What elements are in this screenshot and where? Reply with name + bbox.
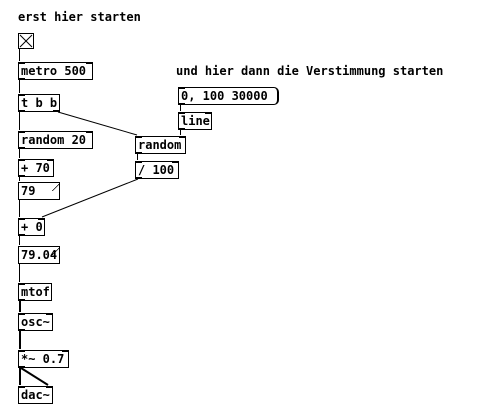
plus0-object[interactable]: + 0 <box>18 218 45 236</box>
metro-object[interactable]: metro 500 <box>18 62 93 80</box>
trigger-label: t b b <box>21 96 58 110</box>
plus70-label: + 70 <box>21 161 50 175</box>
number-box-79-04[interactable]: 79.04 <box>18 246 60 264</box>
dac-object[interactable]: dac~ <box>18 386 53 404</box>
random20-label: random 20 <box>21 133 87 147</box>
toggle-checkbox[interactable] <box>18 33 34 49</box>
divide100-label: / 100 <box>138 163 175 177</box>
number-value: 79.04 <box>21 248 58 262</box>
cord[interactable] <box>57 111 138 136</box>
plus70-object[interactable]: + 70 <box>18 159 54 177</box>
multiply-label: *~ 0.7 <box>21 352 65 366</box>
plus0-label: + 0 <box>21 220 43 234</box>
trigger-object[interactable]: t b b <box>18 94 60 112</box>
ramp-message-label: 0, 100 30000 <box>181 89 268 103</box>
divide100-object[interactable]: / 100 <box>135 161 179 179</box>
mtof-object[interactable]: mtof <box>18 283 52 301</box>
multiply-object[interactable]: *~ 0.7 <box>18 350 69 368</box>
cord[interactable] <box>41 178 139 218</box>
comment-detune-here: und hier dann die Verstimmung starten <box>176 64 444 78</box>
line-label: line <box>181 114 210 128</box>
osc-label: osc~ <box>21 315 50 329</box>
comment-start-here: erst hier starten <box>18 10 141 24</box>
number-value: 79 <box>21 184 36 198</box>
signal-cord[interactable] <box>20 367 49 386</box>
osc-object[interactable]: osc~ <box>18 313 53 331</box>
random-object[interactable]: random <box>135 136 186 154</box>
random-label: random <box>138 138 182 152</box>
toggle-x-icon <box>19 34 33 48</box>
number-box-79[interactable]: 79 <box>18 182 60 200</box>
ramp-message-box[interactable]: 0, 100 30000 <box>178 87 279 105</box>
line-object[interactable]: line <box>178 112 212 130</box>
random20-object[interactable]: random 20 <box>18 131 93 149</box>
dac-label: dac~ <box>21 388 50 402</box>
mtof-label: mtof <box>21 285 50 299</box>
metro-label: metro 500 <box>21 64 87 78</box>
